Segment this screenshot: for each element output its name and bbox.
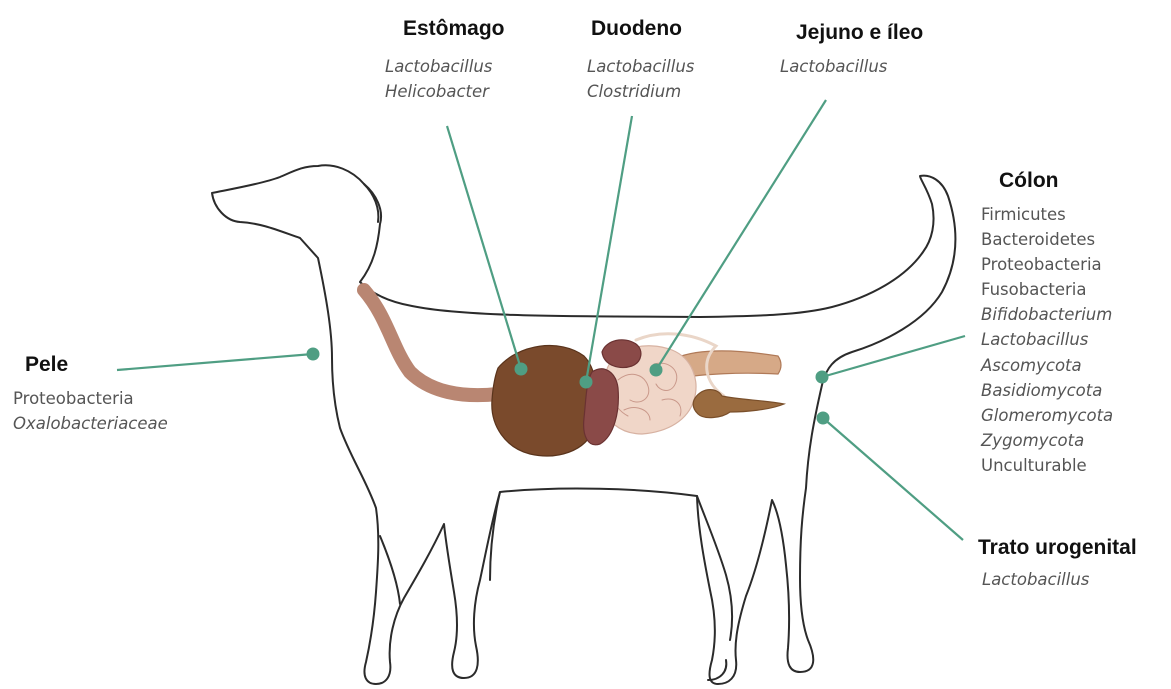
region-title: Estômago: [403, 16, 505, 42]
taxon-name: Bifidobacterium: [981, 302, 1113, 327]
front-leg-back-outline: [380, 536, 400, 604]
region-title: Duodeno: [591, 16, 694, 42]
taxon-name: Ascomycota: [981, 353, 1113, 378]
esophagus: [364, 290, 498, 395]
taxon-name: Lactobacillus: [982, 567, 1137, 592]
taxa-list: Lactobacillus: [982, 567, 1137, 592]
organs: [364, 290, 784, 456]
leader-line-jejuno: [656, 100, 826, 370]
taxon-name: Proteobacteria: [13, 386, 168, 411]
region-title: Trato urogenital: [978, 535, 1137, 561]
region-label-jejuno-ileo: Jejuno e íleo Lactobacillus: [780, 20, 923, 79]
marker-dot-jejuno: [650, 364, 663, 377]
marker-dot-pele: [307, 348, 320, 361]
liver-lobe-upper: [602, 340, 641, 368]
taxon-name: Bacteroidetes: [981, 227, 1113, 252]
marker-dot-urogenital: [817, 412, 830, 425]
taxon-name: Fusobacteria: [981, 277, 1113, 302]
marker-dot-colon: [816, 371, 829, 384]
front-leg-inner-outline: [490, 492, 500, 580]
taxon-name: Lactobacillus: [587, 54, 694, 79]
taxon-name: Unculturable: [981, 453, 1113, 478]
marker-dot-duodeno: [580, 376, 593, 389]
taxon-name: Basidiomycota: [981, 378, 1113, 403]
spleen-organ: [693, 390, 784, 418]
marker-dot-estomago: [515, 363, 528, 376]
taxon-name: Proteobacteria: [981, 252, 1113, 277]
taxon-name: Lactobacillus: [981, 327, 1113, 352]
region-title: Pele: [25, 352, 168, 378]
region-title: Cólon: [999, 168, 1113, 194]
stomach-organ: [492, 346, 597, 456]
taxon-name: Lactobacillus: [780, 54, 923, 79]
taxa-list: Lactobacillus: [780, 54, 923, 79]
taxon-name: Lactobacillus: [385, 54, 505, 79]
taxon-name: Helicobacter: [385, 79, 505, 104]
taxon-name: Clostridium: [587, 79, 694, 104]
taxon-name: Oxalobacteriaceae: [13, 411, 168, 436]
region-title: Jejuno e íleo: [796, 20, 923, 46]
region-label-trato-urogenital: Trato urogenital Lactobacillus: [978, 535, 1137, 592]
leader-line-estomago: [447, 126, 521, 369]
taxon-name: Firmicutes: [981, 202, 1113, 227]
leader-line-urogenital: [823, 418, 963, 540]
leader-lines: [117, 100, 965, 540]
taxon-name: Zygomycota: [981, 428, 1113, 453]
taxon-name: Glomeromycota: [981, 403, 1113, 428]
